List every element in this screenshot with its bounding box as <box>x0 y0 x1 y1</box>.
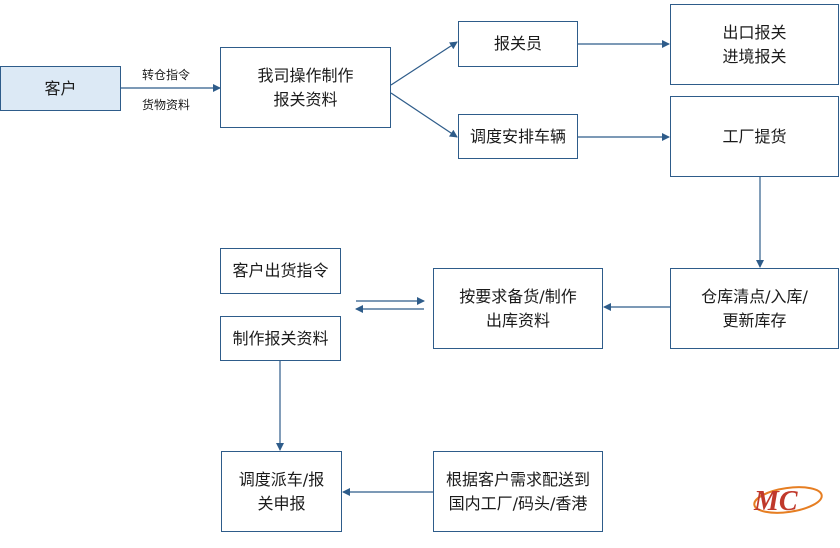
export-import-node: 出口报关 进境报关 <box>670 4 839 85</box>
edge-label-transfer-order: 转仓指令 <box>142 68 191 82</box>
prepare-docs-node: 我司操作制作 报关资料 <box>220 47 391 128</box>
dispatch-vehicle-node: 调度安排车辆 <box>458 114 578 159</box>
svg-text:MC: MC <box>753 486 798 517</box>
dispatch-declare-label: 调度派车/报 关申报 <box>238 469 325 513</box>
broker-label: 报关员 <box>493 34 542 53</box>
stock-prepare-node: 按要求备货/制作 出库资料 <box>433 268 603 349</box>
factory-pickup-node: 工厂提货 <box>670 96 839 177</box>
stock-prepare-label: 按要求备货/制作 出库资料 <box>459 286 577 330</box>
deliver-label: 根据客户需求配送到 国内工厂/码头/香港 <box>445 469 590 513</box>
prepare-docs-label: 我司操作制作 报关资料 <box>257 65 354 109</box>
deliver-node: 根据客户需求配送到 国内工厂/码头/香港 <box>433 451 603 532</box>
customer-node: 客户 <box>0 66 121 111</box>
mc-logo: MC <box>753 486 823 517</box>
export-import-label: 出口报关 进境报关 <box>722 22 787 66</box>
arrow-docs-to-dispatch <box>390 92 458 138</box>
shipping-order-node: 客户出货指令 <box>220 248 341 294</box>
customer-label: 客户 <box>44 78 77 98</box>
broker-node: 报关员 <box>458 21 578 67</box>
make-docs-node: 制作报关资料 <box>220 316 341 361</box>
shipping-order-label: 客户出货指令 <box>232 261 329 280</box>
make-docs-label: 制作报关资料 <box>232 328 329 348</box>
warehouse-node: 仓库清点/入库/ 更新库存 <box>670 268 839 349</box>
dispatch-vehicle-label: 调度安排车辆 <box>469 126 566 146</box>
warehouse-label: 仓库清点/入库/ 更新库存 <box>701 286 808 330</box>
arrow-docs-to-broker <box>390 41 458 86</box>
factory-pickup-label: 工厂提货 <box>722 126 787 146</box>
dispatch-declare-node: 调度派车/报 关申报 <box>221 451 342 532</box>
edge-label-cargo-docs: 货物资料 <box>142 98 191 112</box>
